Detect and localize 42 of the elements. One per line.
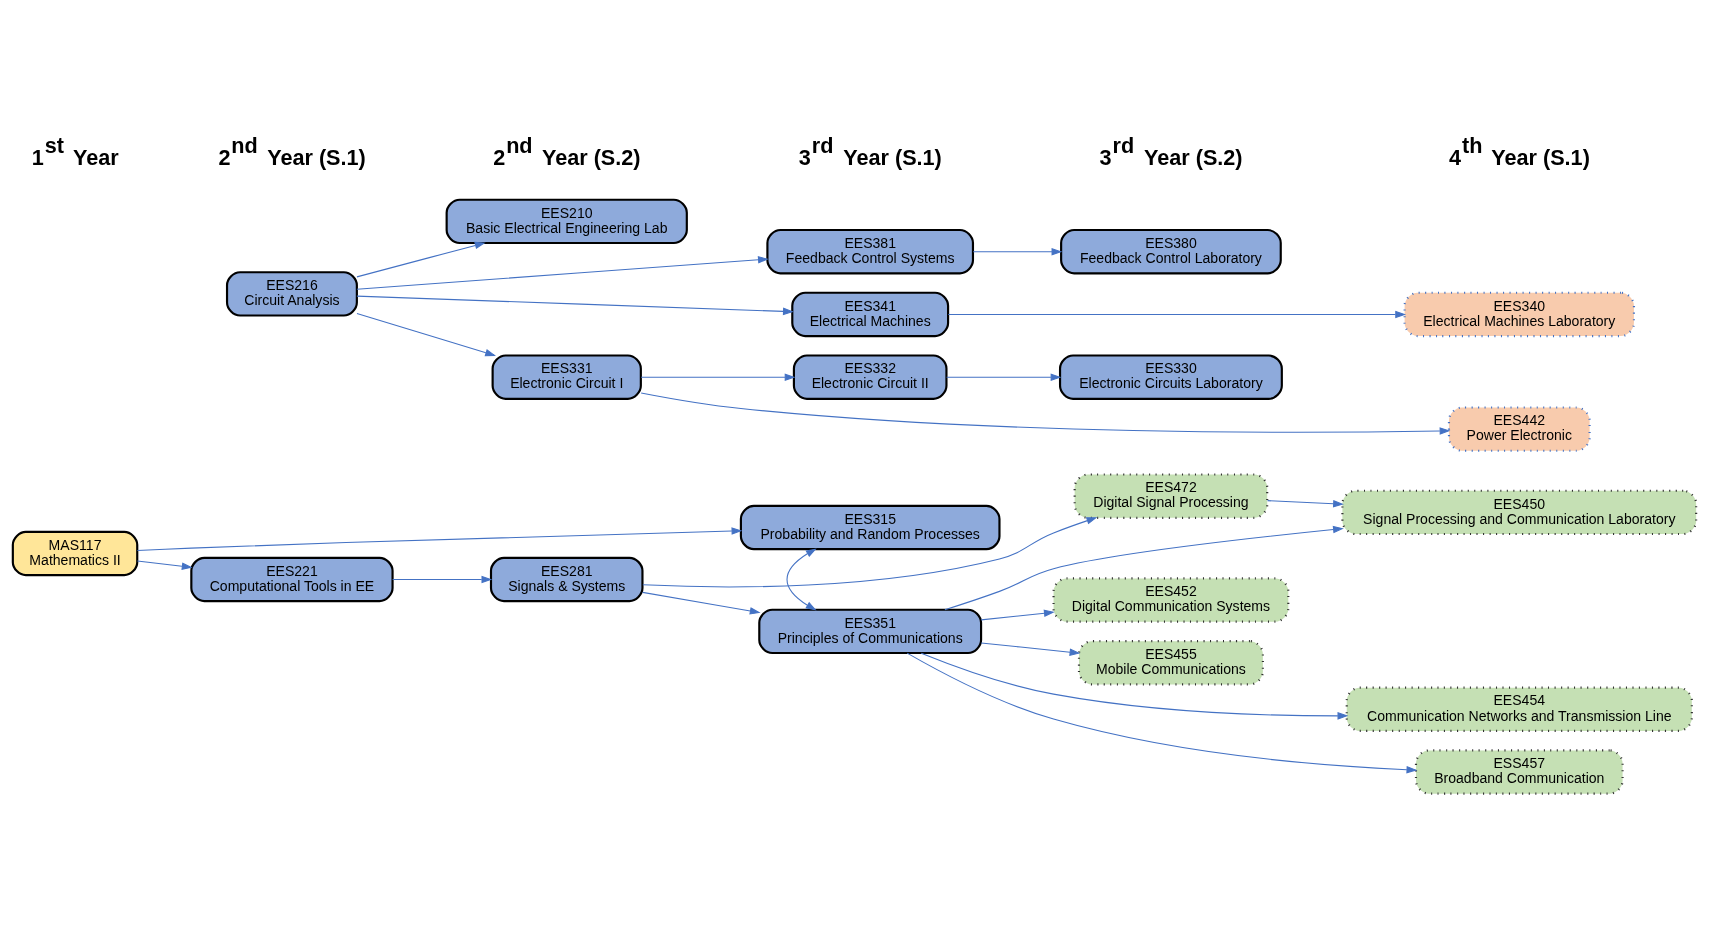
arrow <box>356 295 794 315</box>
node-box: EES381 Feedback Control Systems <box>766 228 975 274</box>
arrow <box>920 652 1349 720</box>
arrow <box>980 609 1055 620</box>
node-box: EES455 Mobile Communications <box>1077 639 1264 685</box>
node-box: EES442 Power Electronic <box>1447 405 1591 452</box>
arrow <box>356 255 769 290</box>
node-box: EES351 Principles of Communications <box>758 608 983 654</box>
node-box: EES221 Computational Tools in EE <box>190 556 394 602</box>
arrow <box>356 312 497 356</box>
node-box: EES216 Circuit Analysis <box>225 270 358 317</box>
node-box: MAS117 Mathematics II <box>11 530 139 576</box>
node-box: EES330 Electronic Circuits Laboratory <box>1058 353 1283 400</box>
node-box: EES452 Digital Communication Systems <box>1052 576 1290 623</box>
arrow <box>946 372 1062 381</box>
arrow <box>786 547 817 610</box>
arrow <box>640 392 1451 435</box>
arrow <box>980 641 1081 656</box>
node-box: EES450 Signal Processing and Communication Laboratory <box>1341 489 1698 535</box>
node-box: ESS457 Broadband Communication <box>1414 748 1624 795</box>
arrow <box>356 241 486 277</box>
arrow <box>136 559 193 570</box>
node-box: EES332 Electronic Circuit II <box>792 353 948 400</box>
arrow <box>1267 499 1344 507</box>
arrow <box>642 591 761 615</box>
arrow <box>906 652 1418 773</box>
node-box: EES340 Electrical Machines Laboratory <box>1403 291 1636 337</box>
arrow <box>136 526 743 551</box>
arrow <box>947 310 1407 318</box>
arrow <box>944 525 1344 610</box>
node-box: EES341 Electrical Machines <box>791 291 950 337</box>
node-box: EES454 Communication Networks and Transmission Line <box>1345 686 1693 732</box>
arrow <box>642 516 1098 587</box>
node-box: EES472 Digital Signal Processing <box>1073 472 1269 519</box>
node-box: EES380 Feedback Control Laboratory <box>1060 228 1282 274</box>
arrow <box>972 247 1063 255</box>
node-box: EES315 Probability and Random Processes <box>739 504 1001 550</box>
arrow <box>392 575 493 583</box>
node-box: EES210 Basic Electrical Engineering Lab <box>445 198 688 244</box>
node-box: EES281 Signals & Systems <box>489 556 644 602</box>
arrow <box>640 372 796 381</box>
node-box: EES331 Electronic Circuit I <box>491 353 642 400</box>
